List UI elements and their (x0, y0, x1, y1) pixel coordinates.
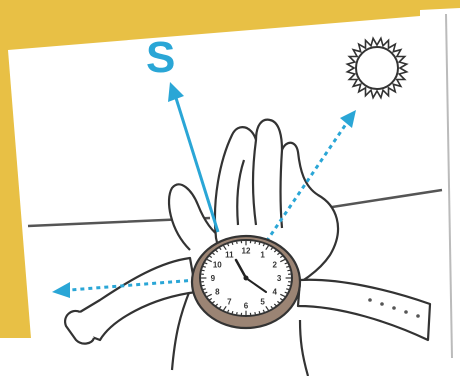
watch-tick (259, 243, 260, 245)
watch-tick (203, 267, 206, 268)
watch-tick (232, 243, 233, 245)
watch-tick (255, 242, 256, 244)
watch-tick (232, 311, 233, 313)
watch-tick (259, 311, 260, 313)
south-direction-label: S (146, 36, 175, 80)
watch-tick (237, 242, 238, 244)
watch-numeral: 1 (260, 250, 265, 259)
watch-numeral: 10 (213, 260, 222, 269)
watch-tick (205, 292, 208, 293)
watch-numeral: 3 (277, 274, 282, 283)
watch-tick (237, 312, 238, 314)
watch-tick (205, 263, 208, 264)
watch-numeral: 6 (244, 301, 249, 310)
watch-tick (255, 312, 256, 314)
watch-numeral: 8 (215, 288, 220, 297)
watch-tick (285, 263, 288, 264)
watch-tick (286, 289, 289, 290)
watch-tick (203, 289, 206, 290)
watch-numeral: 4 (272, 288, 277, 297)
watch-numeral: 11 (225, 250, 234, 259)
watch-numeral: 9 (211, 274, 216, 283)
watch-numeral: 2 (272, 260, 277, 269)
watch-tick (286, 267, 289, 268)
watch-numeral: 7 (227, 298, 232, 307)
watch-numeral: 5 (260, 298, 265, 307)
watch-tick (285, 292, 288, 293)
watch-numeral: 12 (242, 247, 251, 256)
